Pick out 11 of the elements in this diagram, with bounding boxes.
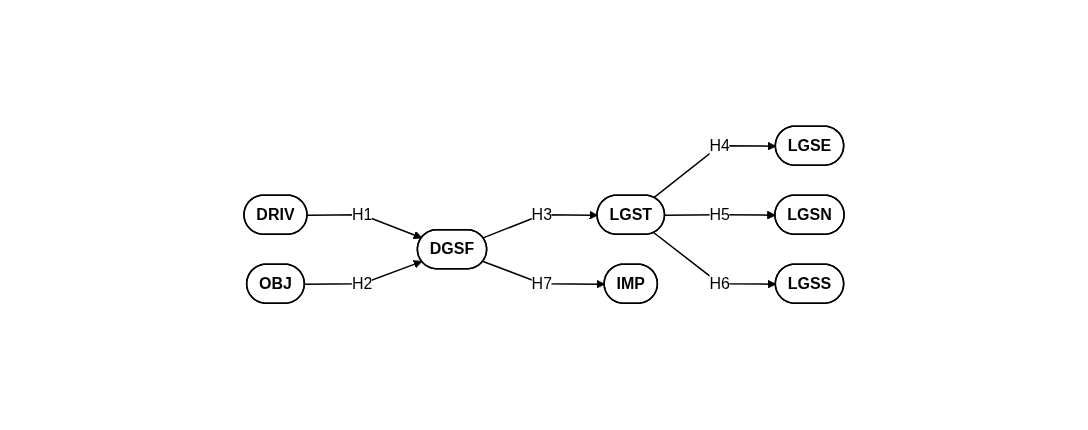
edge-label: H7 — [531, 274, 552, 292]
arrow — [482, 211, 598, 239]
edge-label: H3 — [531, 205, 552, 223]
edge-label: H6 — [709, 274, 730, 292]
arrow — [304, 260, 423, 286]
edge-label: H2 — [351, 274, 373, 292]
arrow — [306, 214, 423, 240]
edge-label: H5 — [709, 205, 730, 223]
arrow — [482, 261, 605, 289]
edge-label: H1 — [351, 205, 373, 223]
edge-label: H4 — [709, 136, 730, 154]
